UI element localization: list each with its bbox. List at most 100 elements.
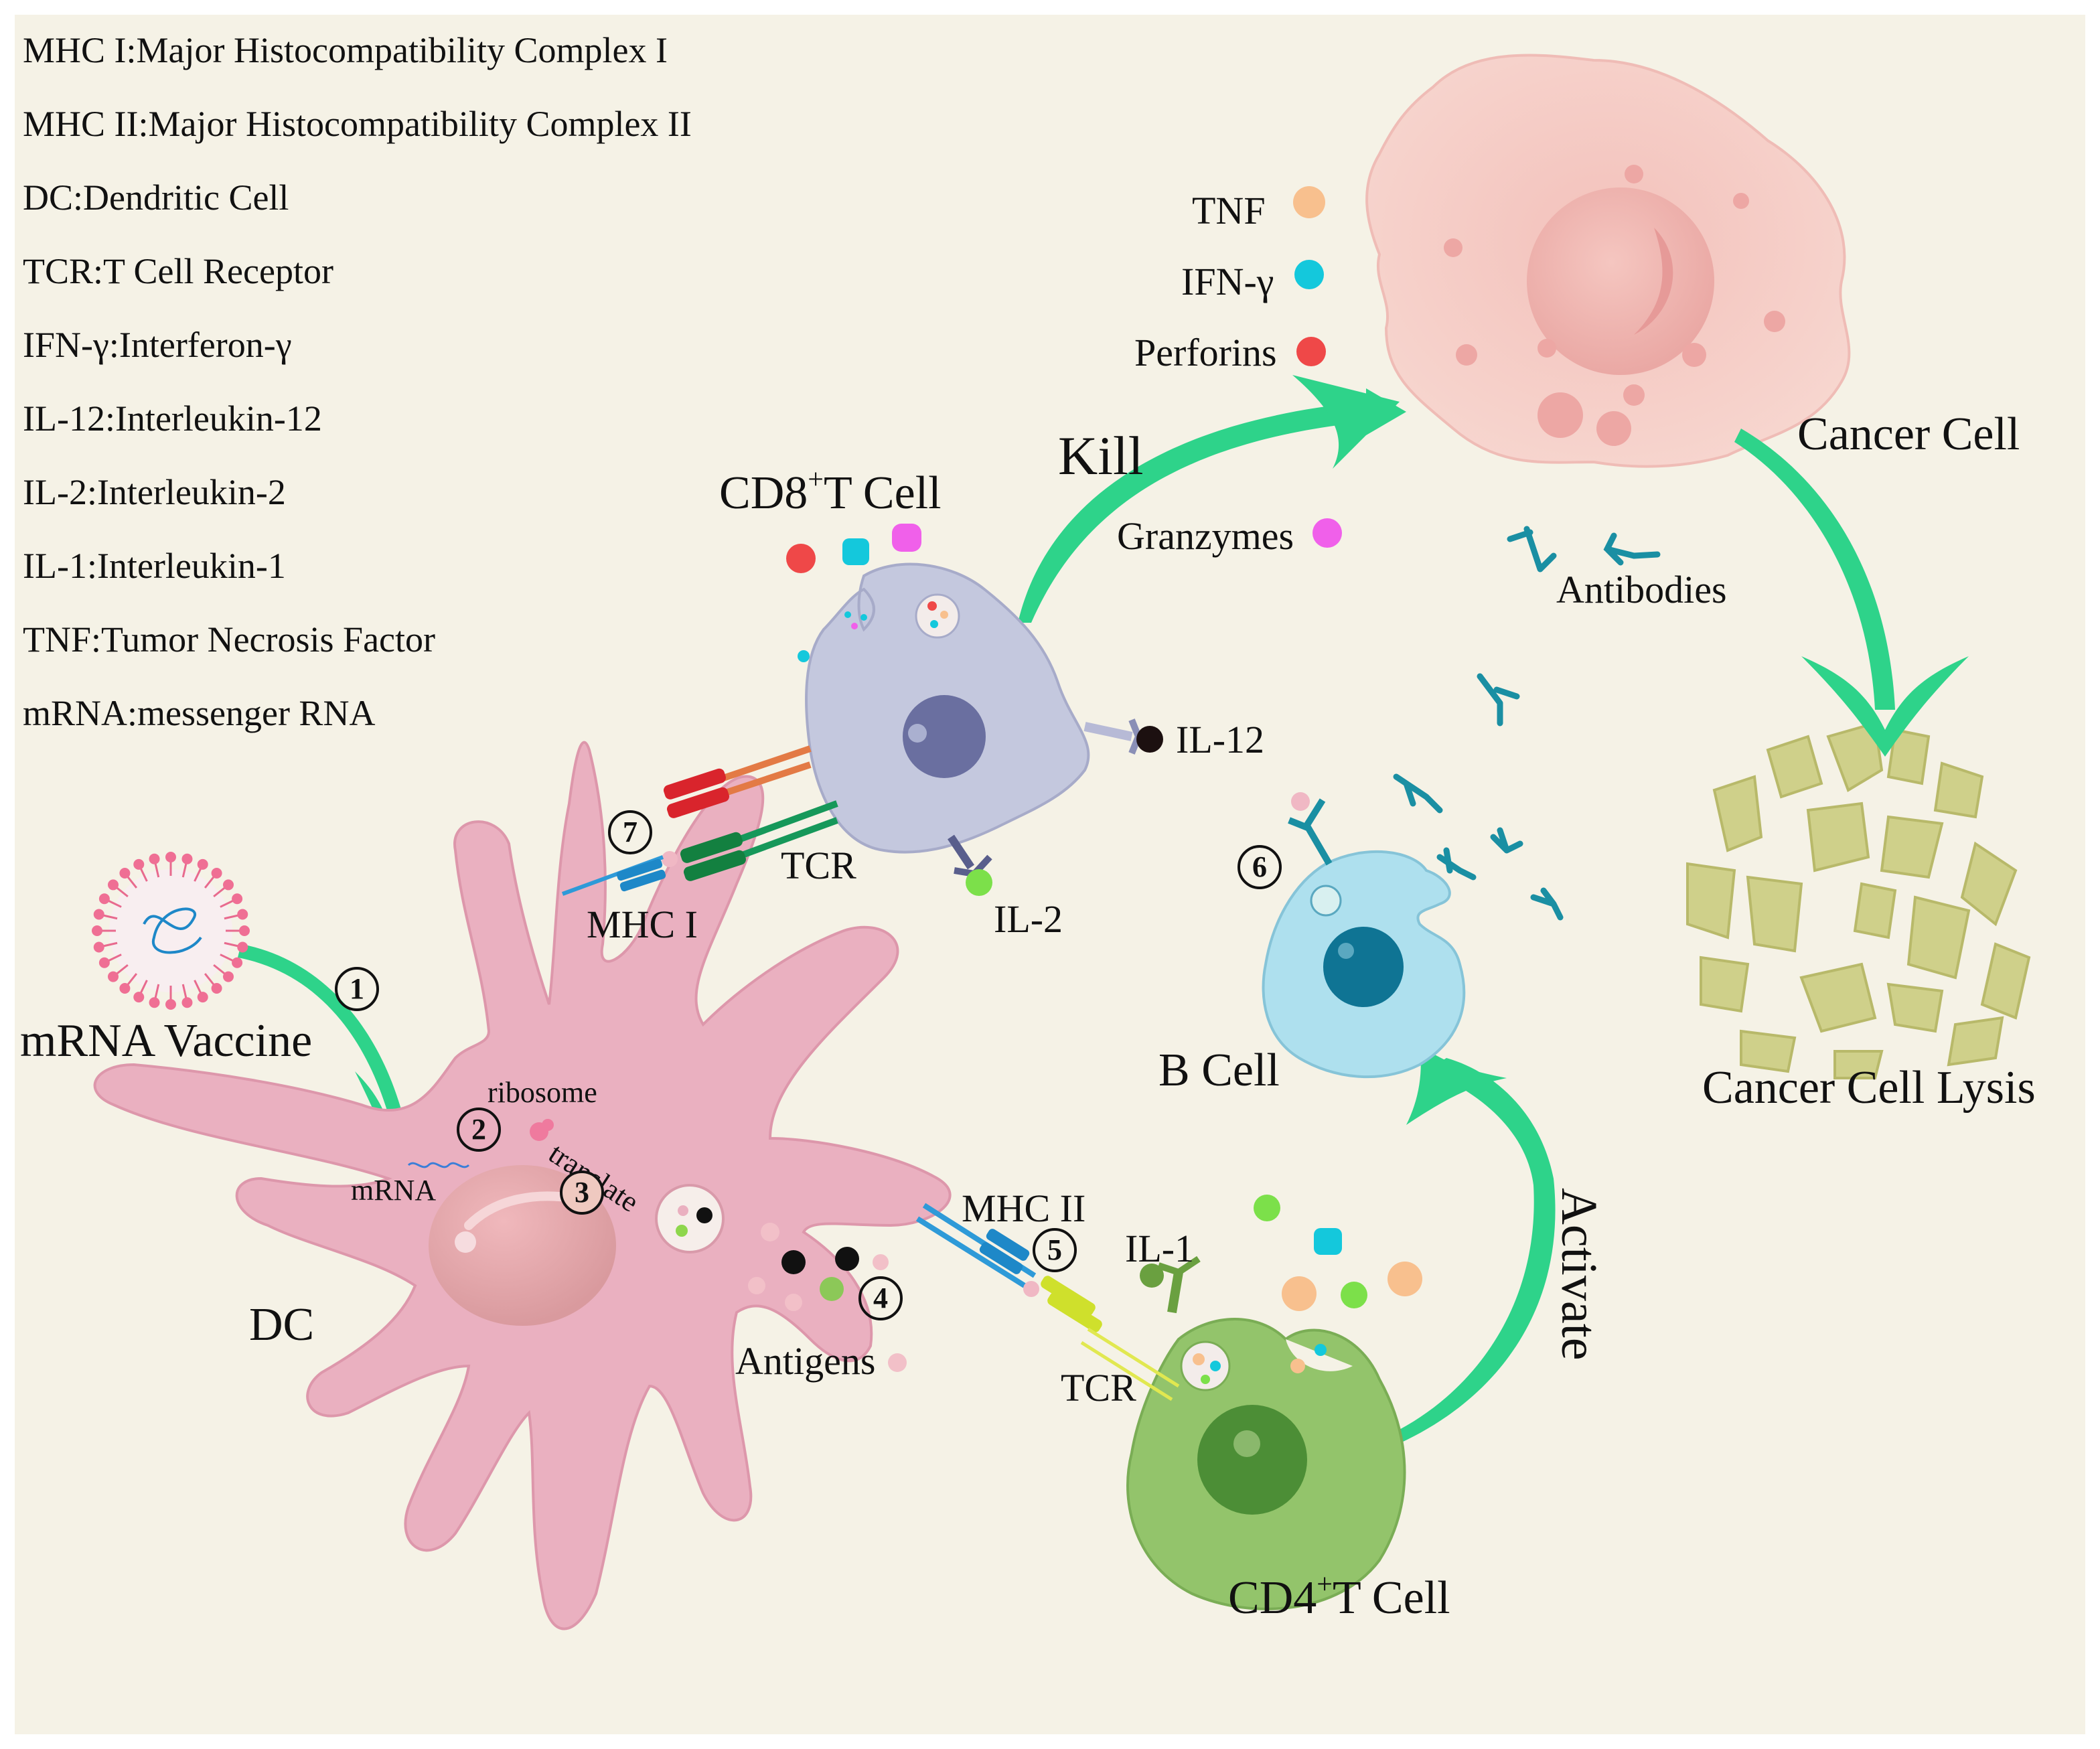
legend-item: mRNA:messenger RNA [23, 693, 376, 733]
lipid-tail [102, 941, 118, 947]
antibodies-label: Antibodies [1556, 568, 1727, 611]
cd4-cytokines [1254, 1195, 1422, 1311]
step-1-badge: 1 [335, 967, 379, 1011]
lipid-tail [220, 899, 234, 908]
cd8-tail-text: T Cell [823, 467, 942, 519]
lipid-tail [194, 867, 202, 882]
cd4-t-cell [1126, 1256, 1406, 1610]
mhc2-label: MHC II [962, 1187, 1086, 1230]
tnf-label: TNF [1192, 189, 1266, 232]
lipid-tail [102, 914, 118, 920]
lipid-tail [115, 964, 129, 976]
mrna-label: mRNA [351, 1174, 437, 1207]
lysis-label: Cancer Cell Lysis [1702, 1062, 2036, 1114]
lipid-head [197, 858, 208, 870]
cancer-cell [1365, 54, 1851, 468]
lipid-head [211, 867, 222, 879]
lipid-head [232, 957, 243, 968]
tcr-mhc2-complex [915, 1203, 1180, 1401]
lipid-head [107, 971, 119, 982]
step-5-badge: 5 [1033, 1228, 1077, 1272]
cd8-cytokines [786, 524, 921, 573]
lipid-tail [224, 914, 239, 920]
step-3-badge: 3 [560, 1170, 604, 1215]
lipid-head [107, 879, 119, 891]
legend-item: MHC II:Major Histocompatibility Complex … [23, 104, 692, 144]
legend-item: IFN-γ:Interferon-γ [23, 325, 292, 365]
lipid-head [92, 925, 102, 936]
legend-item: DC:Dendritic Cell [23, 177, 289, 218]
lipid-tail [213, 886, 226, 898]
antigens [748, 1223, 907, 1372]
cd8-t-cell-label: CD8+T Cell [719, 466, 942, 519]
dc-label: DC [249, 1299, 315, 1351]
lipid-tail [154, 984, 160, 999]
lipid-head [133, 992, 145, 1003]
lipid-head [149, 853, 160, 864]
lipid-head [232, 893, 243, 905]
lipid-tail [115, 886, 129, 898]
il2-label: IL-2 [994, 897, 1063, 941]
lipid-head [223, 879, 234, 891]
lipid-tail [213, 964, 226, 976]
b-cell [1262, 792, 1466, 1079]
cd8-text: CD8 [719, 467, 808, 519]
antibodies [1393, 526, 1661, 921]
cd8-superscript: + [808, 464, 824, 496]
b-cell-label: B Cell [1158, 1045, 1280, 1096]
activate-label: Activate [1551, 1188, 1607, 1361]
step-4-badge: 4 [858, 1276, 903, 1320]
legend-item: TNF:Tumor Necrosis Factor [23, 619, 435, 660]
tcr-label-top: TCR [781, 844, 856, 887]
lipid-head [165, 999, 176, 1010]
lipid-tail [126, 973, 138, 986]
cd8-t-cell [798, 562, 1163, 896]
tcr-mhc1-complex [561, 745, 838, 896]
antigens-label: Antigens [735, 1339, 876, 1383]
lipid-tail [224, 941, 239, 947]
dc-vesicle [655, 1184, 725, 1253]
lipid-head [98, 893, 110, 905]
il1-label: IL-1 [1125, 1227, 1195, 1270]
lipid-tail [139, 867, 148, 882]
lipid-tail [194, 980, 202, 994]
lipid-tail [154, 862, 160, 878]
legend-item: IL-1:Interleukin-1 [23, 546, 286, 586]
lipid-head [119, 867, 131, 879]
lipid-tail [107, 954, 122, 962]
lipid-head [237, 941, 248, 953]
il12-label: IL-12 [1176, 718, 1265, 761]
lipid-head [165, 852, 176, 862]
mhc1-label: MHC I [587, 903, 698, 946]
lipid-head [197, 992, 208, 1003]
lipid-head [119, 983, 131, 994]
cd4-tail-text: T Cell [1332, 1572, 1450, 1624]
mrna-strand [407, 1162, 470, 1168]
lipid-head [181, 997, 193, 1008]
cd8-nucleus [903, 695, 986, 778]
lipid-head [223, 971, 234, 982]
lysis-fragments [1686, 721, 2031, 1079]
lipid-head [239, 925, 250, 936]
cd4-nucleus [1197, 1405, 1307, 1515]
lipid-tail [204, 973, 216, 986]
kill-label: Kill [1058, 425, 1144, 486]
b-cell-nucleus [1323, 927, 1404, 1007]
legend-item: TCR:T Cell Receptor [23, 251, 333, 291]
lipid-tail [181, 984, 188, 999]
step-7-badge: 7 [608, 810, 652, 854]
lipid-head [237, 909, 248, 920]
cd4-t-cell-label: CD4+T Cell [1228, 1571, 1450, 1624]
lipid-tail [107, 899, 122, 908]
cancer-nucleus [1527, 187, 1714, 375]
cd4-superscript: + [1317, 1569, 1333, 1600]
cd4-text: CD4 [1228, 1572, 1317, 1624]
ribosome-label: ribosome [487, 1076, 597, 1109]
lipid-tail [220, 954, 234, 962]
lipid-head [93, 909, 104, 920]
cytokine-dots [1293, 186, 1342, 548]
lipid-head [211, 983, 222, 994]
lipid-head [98, 957, 110, 968]
